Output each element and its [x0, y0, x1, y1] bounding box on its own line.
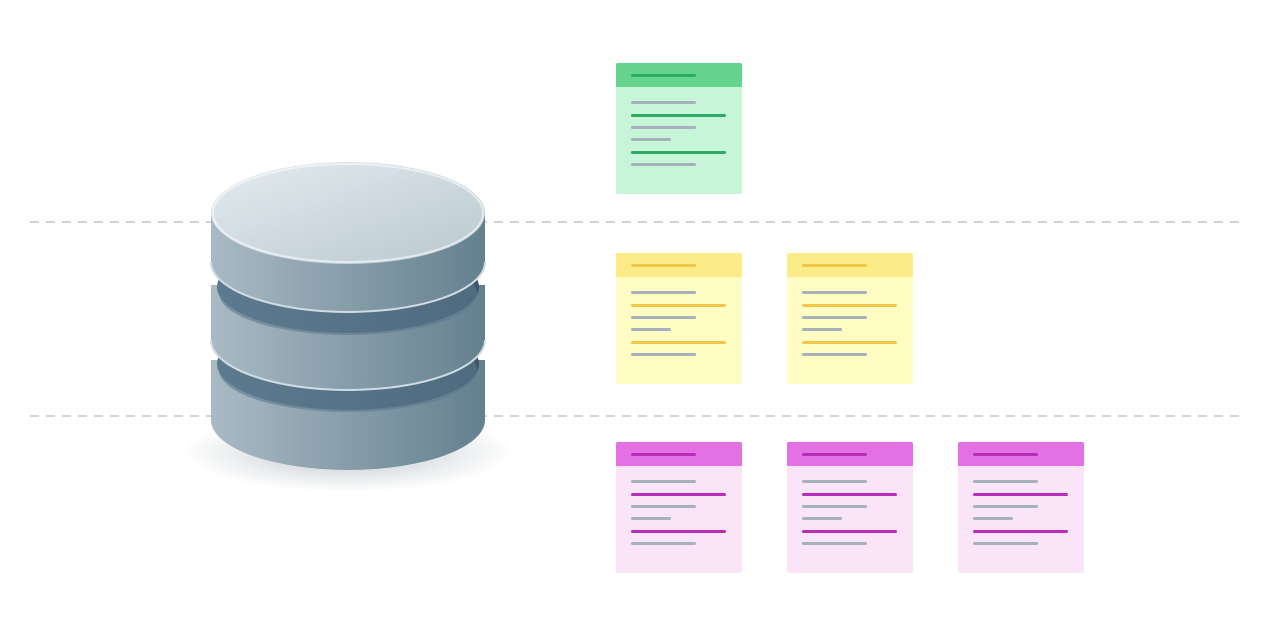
document-text-line: [973, 505, 1038, 508]
document-text-line: [631, 163, 696, 166]
document-card: [787, 253, 913, 384]
document-card: [616, 253, 742, 384]
document-accent-line: [802, 341, 897, 344]
document-card: [616, 442, 742, 573]
document-text-line: [802, 505, 867, 508]
document-card: [616, 63, 742, 194]
document-title-line: [631, 453, 696, 456]
database-top-surface: [211, 162, 485, 264]
document-title-line: [631, 74, 696, 77]
document-text-line: [631, 291, 696, 294]
document-text-line: [802, 353, 867, 356]
document-text-line: [631, 480, 696, 483]
document-accent-line: [631, 114, 726, 117]
row-divider-lines: [30, 221, 1240, 417]
document-grid: [616, 63, 1084, 573]
document-text-line: [631, 316, 696, 319]
document-text-line: [973, 517, 1013, 520]
document-card: [958, 442, 1084, 573]
document-text-line: [631, 542, 696, 545]
document-title-line: [973, 453, 1038, 456]
document-text-line: [631, 505, 696, 508]
document-accent-line: [802, 493, 897, 496]
document-text-line: [631, 126, 696, 129]
document-accent-line: [631, 151, 726, 154]
document-text-line: [973, 542, 1038, 545]
document-accent-line: [631, 341, 726, 344]
document-title-line: [802, 264, 867, 267]
document-text-line: [802, 291, 867, 294]
document-text-line: [973, 480, 1038, 483]
document-text-line: [631, 517, 671, 520]
document-accent-line: [631, 304, 726, 307]
document-text-line: [802, 542, 867, 545]
document-accent-line: [973, 493, 1068, 496]
document-accent-line: [631, 530, 726, 533]
document-accent-line: [802, 530, 897, 533]
document-card: [787, 442, 913, 573]
document-text-line: [802, 328, 842, 331]
database-top-highlight: [212, 163, 484, 263]
document-text-line: [802, 517, 842, 520]
document-accent-line: [973, 530, 1068, 533]
document-accent-line: [802, 304, 897, 307]
document-accent-line: [631, 493, 726, 496]
document-text-line: [631, 328, 671, 331]
document-text-line: [631, 353, 696, 356]
document-text-line: [802, 316, 867, 319]
database-rim: [210, 261, 486, 313]
document-text-line: [802, 480, 867, 483]
document-text-line: [631, 101, 696, 104]
document-text-line: [631, 138, 671, 141]
database-rim: [210, 339, 486, 391]
document-title-line: [631, 264, 696, 267]
database-icon: [183, 162, 513, 492]
document-title-line: [802, 453, 867, 456]
